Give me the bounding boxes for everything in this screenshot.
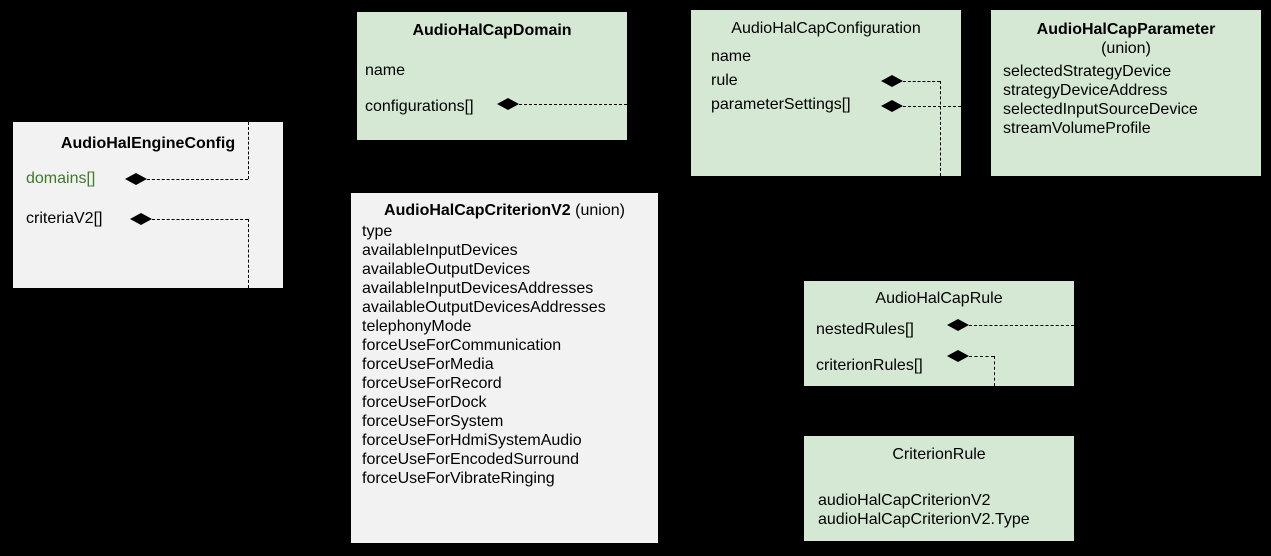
attribute-telephonymode[interactable]: telephonyMode [362, 318, 472, 335]
attribute-nestedrules[interactable]: nestedRules[] [816, 321, 914, 338]
class-box-audiohalengineconfig[interactable]: AudioHalEngineConfig domains[] criteriaV… [13, 122, 283, 288]
class-box-audiohalcapparameter[interactable]: AudioHalCapParameter (union) selectedStr… [991, 10, 1261, 176]
attribute-forceuseforhdmisystemaudio[interactable]: forceUseForHdmiSystemAudio [362, 432, 582, 449]
composition-diamond-parametersettings [881, 100, 903, 112]
attribute-configurations[interactable]: configurations[] [365, 98, 474, 115]
class-title-audiohalcapcriterionv2: AudioHalCapCriterionV2 (union) [384, 202, 625, 219]
connector-domains-vertical [248, 122, 249, 179]
attribute-name-domain[interactable]: name [365, 62, 406, 79]
composition-diamond-nestedrules [947, 319, 969, 331]
attribute-strategydeviceaddress[interactable]: strategyDeviceAddress [1003, 82, 1168, 99]
connector-rule-horizontal [903, 81, 940, 82]
composition-diamond-domains [125, 173, 147, 185]
attribute-forceuseforsystem[interactable]: forceUseForSystem [362, 413, 504, 430]
connector-criterionrules-vertical [994, 356, 995, 386]
class-box-audiohalcaprule[interactable]: AudioHalCapRule nestedRules[] criterionR… [804, 281, 1074, 386]
attribute-forceuseformedia[interactable]: forceUseForMedia [362, 356, 494, 373]
attribute-rule[interactable]: rule [711, 72, 738, 89]
attribute-forceusefordock[interactable]: forceUseForDock [362, 394, 487, 411]
attribute-forceuseforrecord[interactable]: forceUseForRecord [362, 375, 502, 392]
attribute-availableoutputdevices[interactable]: availableOutputDevices [362, 261, 531, 278]
attribute-name-configuration[interactable]: name [711, 48, 752, 65]
class-box-audiohalcapdomain[interactable]: AudioHalCapDomain name configurations[] [357, 12, 627, 140]
attribute-forceuseforcommunication[interactable]: forceUseForCommunication [362, 337, 562, 354]
class-title-audiohalengineconfig: AudioHalEngineConfig [60, 135, 236, 152]
attribute-availableinputdevices[interactable]: availableInputDevices [362, 242, 518, 259]
composition-diamond-criterionrules [947, 350, 969, 362]
connector-rule-vertical [940, 81, 941, 176]
class-box-criterionrule[interactable]: CriterionRule audioHalCapCriterionV2 aud… [804, 436, 1074, 541]
connector-parametersettings-horizontal [903, 106, 991, 107]
connector-domains-horizontal [147, 179, 248, 180]
connector-nestedrules-horizontal [969, 325, 1074, 326]
class-box-audiohalcapconfiguration[interactable]: AudioHalCapConfiguration name rule param… [691, 10, 961, 176]
attribute-streamvolumeprofile[interactable]: streamVolumeProfile [1003, 120, 1151, 137]
class-title-audiohalcapdomain: AudioHalCapDomain [412, 22, 572, 39]
class-title-suffix-audiohalcapparameter: (union) [1101, 40, 1151, 57]
attribute-domains[interactable]: domains[] [26, 170, 96, 187]
attribute-criteriav2[interactable]: criteriaV2[] [26, 210, 103, 227]
attribute-availableoutputdevicesaddresses[interactable]: availableOutputDevicesAddresses [362, 299, 606, 316]
connector-configurations-horizontal [519, 104, 692, 105]
connector-criteriav2-vertical [248, 219, 249, 288]
class-title-audiohalcaprule: AudioHalCapRule [875, 290, 1003, 307]
attribute-audiohalcapcriterionv2-type[interactable]: audioHalCapCriterionV2.Type [818, 511, 1030, 528]
class-box-audiohalcapcriterionv2[interactable]: AudioHalCapCriterionV2 (union) type avai… [351, 193, 658, 543]
composition-diamond-criteriav2 [130, 213, 152, 225]
connector-criteriav2-horizontal [152, 219, 248, 220]
attribute-criterionrules[interactable]: criterionRules[] [816, 357, 923, 374]
composition-diamond-rule [881, 75, 903, 87]
connector-criterionrules-horizontal [969, 356, 994, 357]
attribute-selectedstrategydevice[interactable]: selectedStrategyDevice [1003, 63, 1172, 80]
attribute-audiohalcapcriterionv2[interactable]: audioHalCapCriterionV2 [818, 492, 991, 509]
class-title-audiohalcapconfiguration: AudioHalCapConfiguration [731, 20, 921, 37]
attribute-forceuseforvibrateringing[interactable]: forceUseForVibrateRinging [362, 470, 555, 487]
attribute-selectedinputsourcedevice[interactable]: selectedInputSourceDevice [1003, 101, 1198, 118]
class-title-criterionrule: CriterionRule [892, 446, 986, 463]
composition-diamond-configurations [497, 98, 519, 110]
attribute-availableinputdevicesaddresses[interactable]: availableInputDevicesAddresses [362, 280, 594, 297]
attribute-type[interactable]: type [362, 223, 393, 240]
class-title-audiohalcapparameter: AudioHalCapParameter [1036, 21, 1216, 38]
attribute-parametersettings[interactable]: parameterSettings[] [711, 96, 851, 113]
attribute-forceuseforencodedsurround[interactable]: forceUseForEncodedSurround [362, 451, 580, 468]
